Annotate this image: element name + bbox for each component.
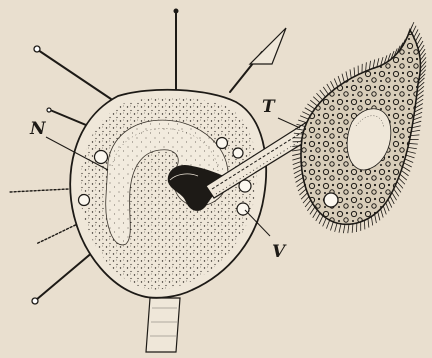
label-tentacle: T (262, 97, 276, 117)
ciliate-prey (292, 22, 426, 233)
suctorian-organism (10, 9, 286, 352)
label-nucleus: N (29, 119, 47, 139)
stalk (146, 298, 180, 352)
ciliate-vacuole (324, 193, 338, 207)
label-vacuole: V (272, 242, 287, 262)
